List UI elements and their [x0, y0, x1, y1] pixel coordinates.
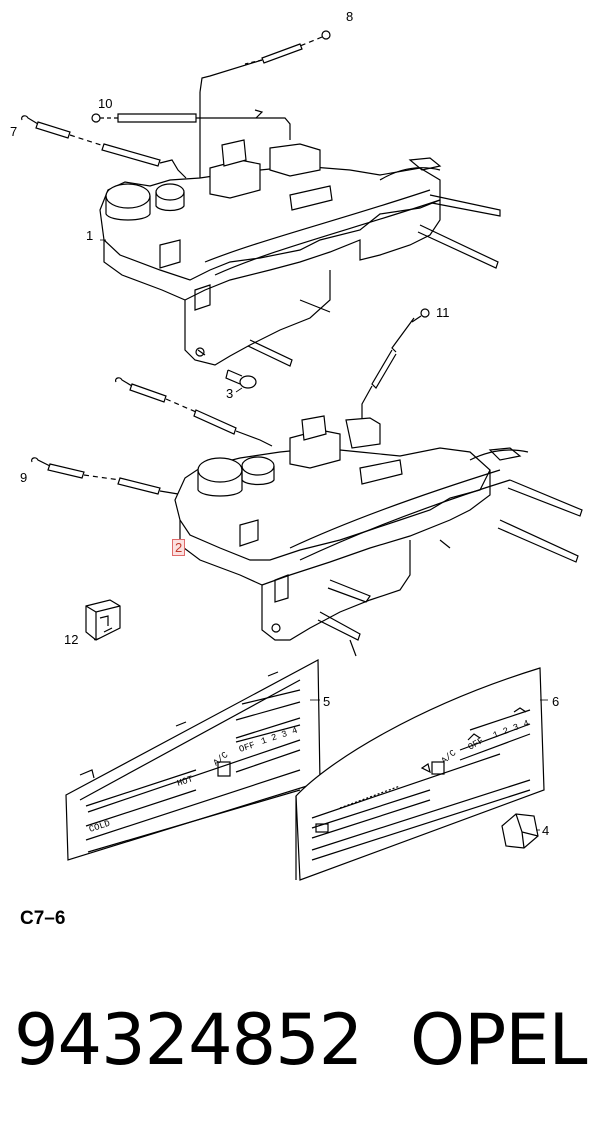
- leader-lines: [93, 239, 548, 831]
- callout-12: 12: [64, 632, 79, 647]
- callout-9: 9: [20, 470, 28, 485]
- knob-4: [501, 813, 539, 849]
- callout-1: 1: [86, 228, 94, 243]
- brand-name: OPEL: [410, 999, 588, 1081]
- control-unit-upper: [21, 30, 501, 367]
- callout-2-highlighted: 2: [172, 539, 186, 556]
- callout-11: 11: [436, 305, 450, 320]
- callout-7: 7: [10, 124, 18, 139]
- cable-lower-upper: [115, 377, 273, 447]
- clip-12: [85, 599, 121, 641]
- screw-3: [225, 369, 257, 389]
- callout-10: 10: [98, 96, 113, 111]
- panel5-hot-label: HOT: [176, 774, 195, 789]
- panel5-off-label: OFF: [238, 740, 257, 755]
- cable-10: [91, 109, 291, 140]
- callout-8: 8: [346, 9, 354, 24]
- exploded-parts-diagram: COLD HOT A/C OFF 1 2 3 4 A/C OFF 1 2 3 4: [21, 30, 583, 881]
- control-panel-5: [65, 659, 321, 861]
- cable-11: [361, 308, 430, 430]
- control-panel-6: [295, 667, 545, 881]
- section-code: C7–6: [20, 908, 66, 929]
- callout-6: 6: [552, 694, 560, 709]
- callout-5: 5: [323, 694, 331, 709]
- cable-9: [31, 457, 189, 501]
- part-number: 94324852: [14, 999, 363, 1081]
- control-unit-lower: [31, 377, 583, 657]
- callout-3: 3: [226, 386, 234, 401]
- cable-7: [21, 115, 187, 179]
- callout-4: 4: [542, 823, 550, 838]
